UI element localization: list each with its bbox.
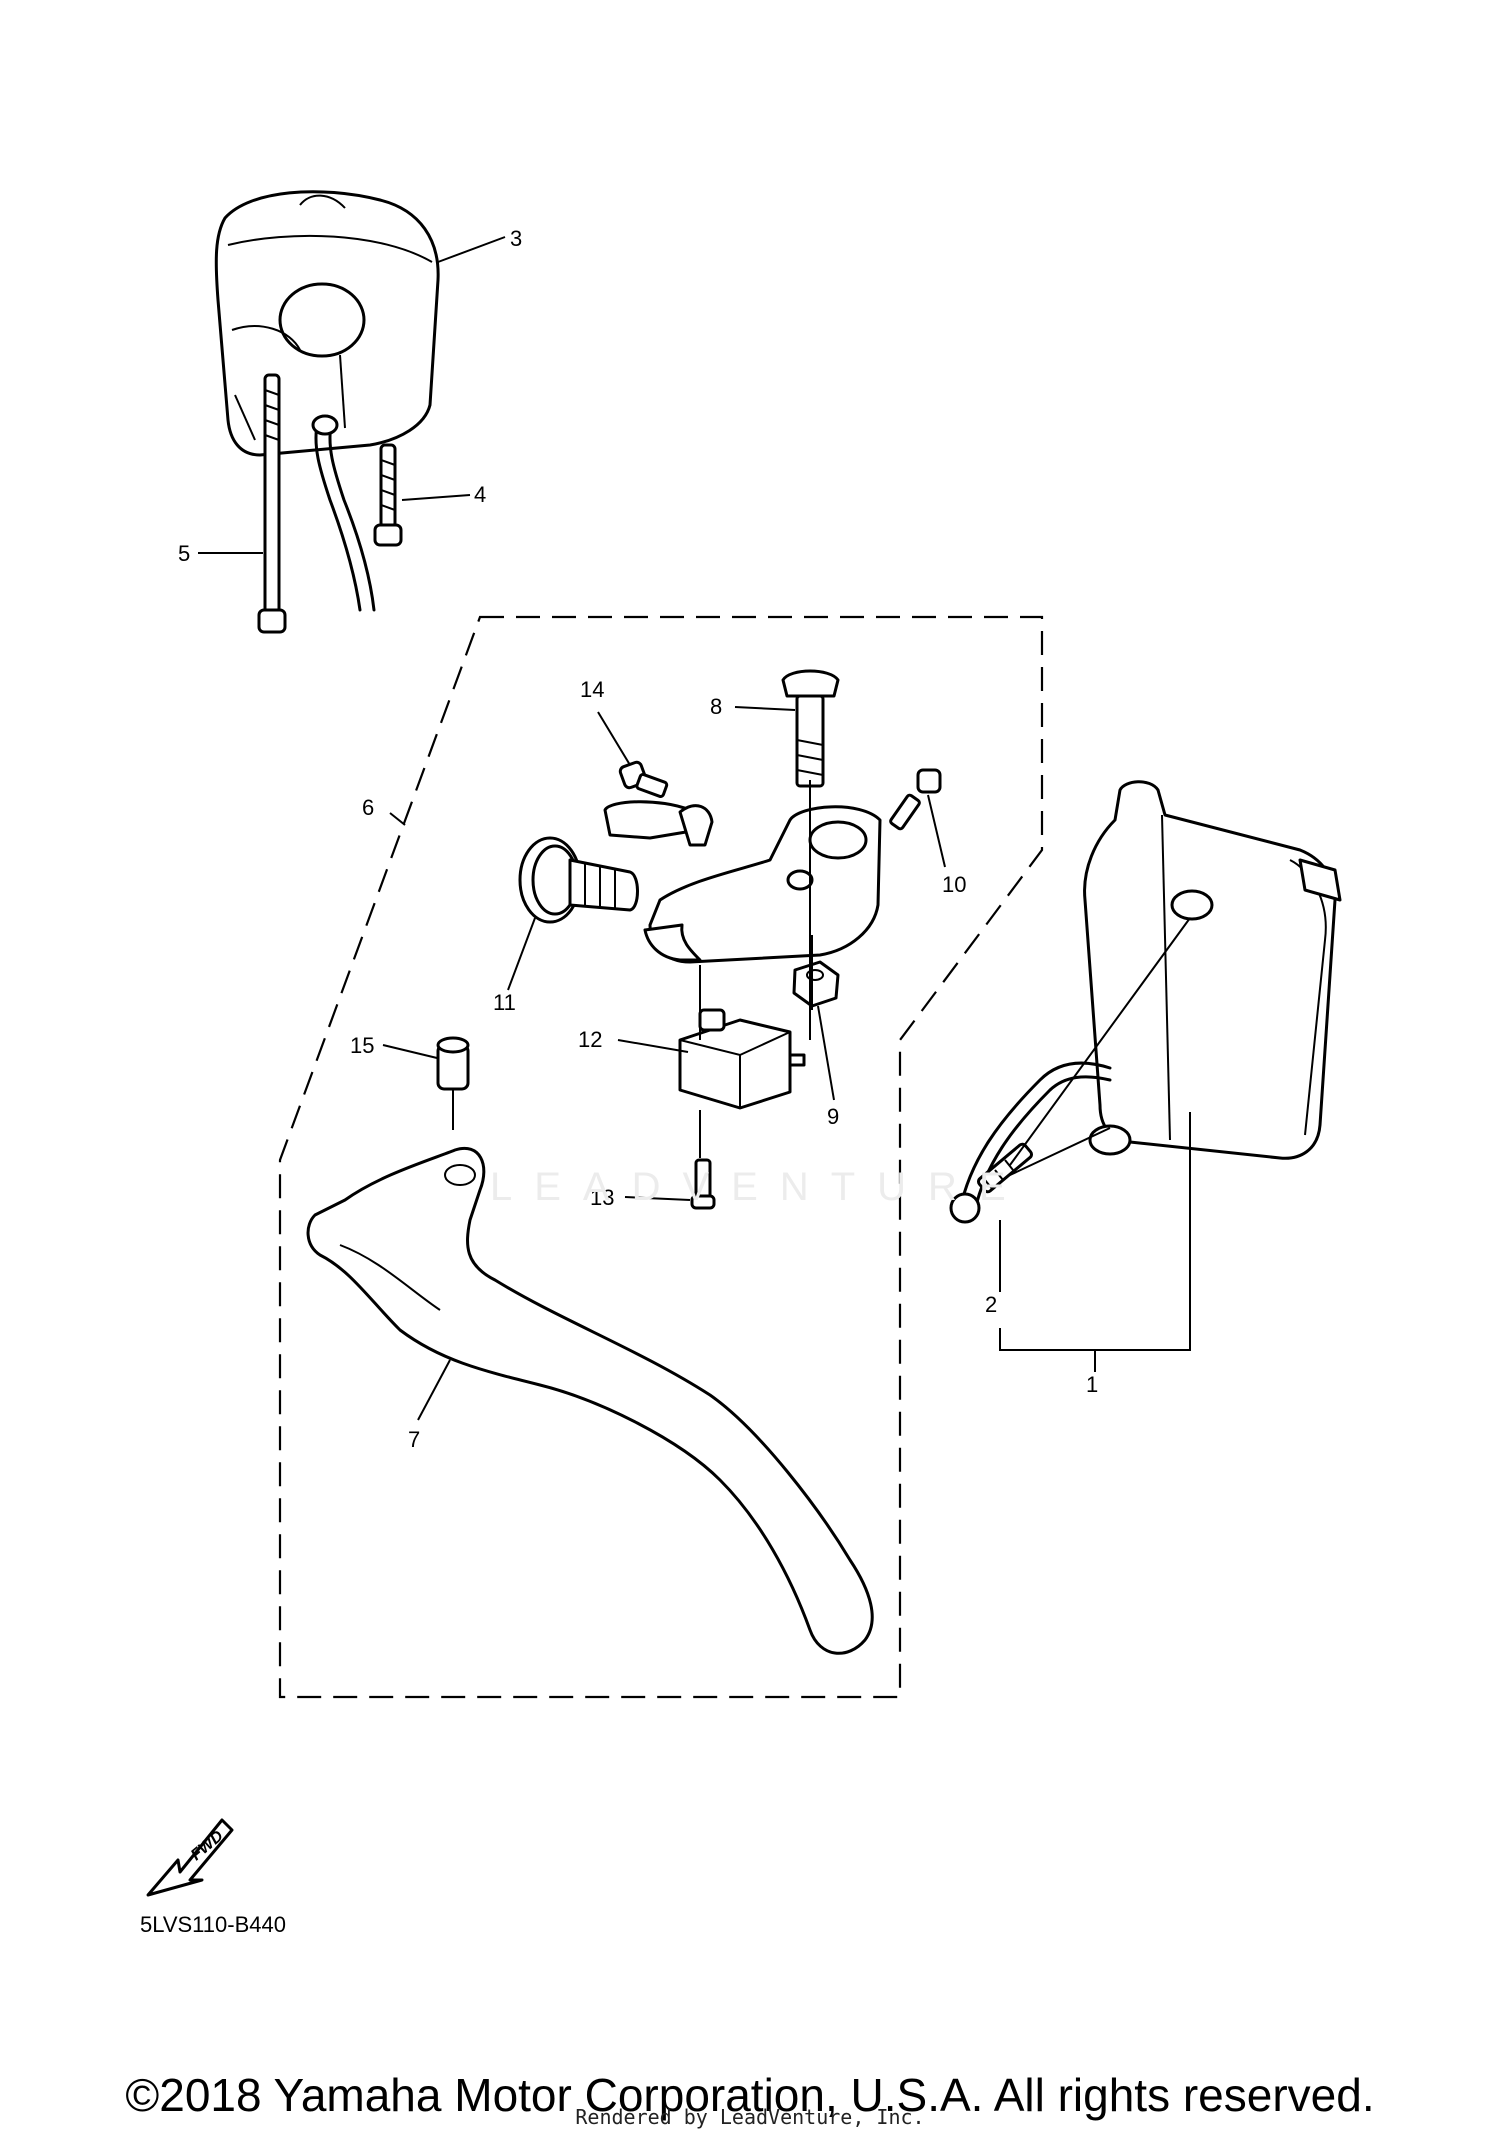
callout-11: 11	[493, 990, 516, 1015]
copyright-notice: ©2018 Yamaha Motor Corporation, U.S.A. A…	[125, 2069, 1375, 2121]
callout-10: 10	[942, 872, 966, 897]
screw-part-4[interactable]	[373, 443, 403, 547]
callout-2: 2	[985, 1292, 997, 1317]
callout-15: 15	[350, 1033, 374, 1058]
callout-1: 1	[1086, 1372, 1098, 1397]
screw-part-2[interactable]	[949, 1142, 1033, 1224]
clutch-lever-part-7[interactable]	[306, 1146, 874, 1655]
screw-part-5[interactable]	[257, 373, 287, 634]
callout-13: 13	[590, 1185, 614, 1210]
leader-lines	[198, 236, 1191, 1421]
screw-part-14[interactable]	[618, 760, 669, 798]
clutch-switch-part-12[interactable]	[678, 1008, 806, 1110]
callout-12: 12	[578, 1027, 602, 1052]
callout-5: 5	[178, 541, 190, 566]
callout-8: 8	[710, 694, 722, 719]
watermark: LEADVENTURE	[490, 1165, 1028, 1209]
bolt-part-8[interactable]	[781, 669, 840, 788]
callout-9: 9	[827, 1104, 839, 1129]
callout-3: 3	[510, 226, 522, 251]
adjuster-knob-part-11[interactable]	[518, 836, 639, 924]
switch-housing-part-3[interactable]	[214, 190, 440, 612]
callout-7: 7	[408, 1427, 420, 1452]
callout-14: 14	[580, 677, 604, 702]
callout-6: 6	[362, 795, 374, 820]
screw-part-13[interactable]	[690, 1158, 716, 1210]
diagram-code: 5LVS110-B440	[140, 1912, 286, 1937]
assembly-boundary-part-6	[278, 615, 1044, 1699]
lever-bracket[interactable]	[603, 800, 882, 964]
screw-part-10[interactable]	[889, 768, 942, 831]
nut-part-9[interactable]	[792, 960, 840, 1008]
fwd-arrow-icon: FWD	[146, 1818, 234, 1897]
callout-4: 4	[474, 482, 486, 507]
handlebar-switch-part-1[interactable]	[958, 780, 1342, 1212]
callout-labels: 1 2 3 4 5 6 7 8 9 10 11 12 13 14 15	[178, 226, 1098, 1452]
collar-part-15[interactable]	[436, 1036, 470, 1091]
rendered-by-notice: Rendered by LeadVenture, Inc.	[575, 2105, 925, 2129]
